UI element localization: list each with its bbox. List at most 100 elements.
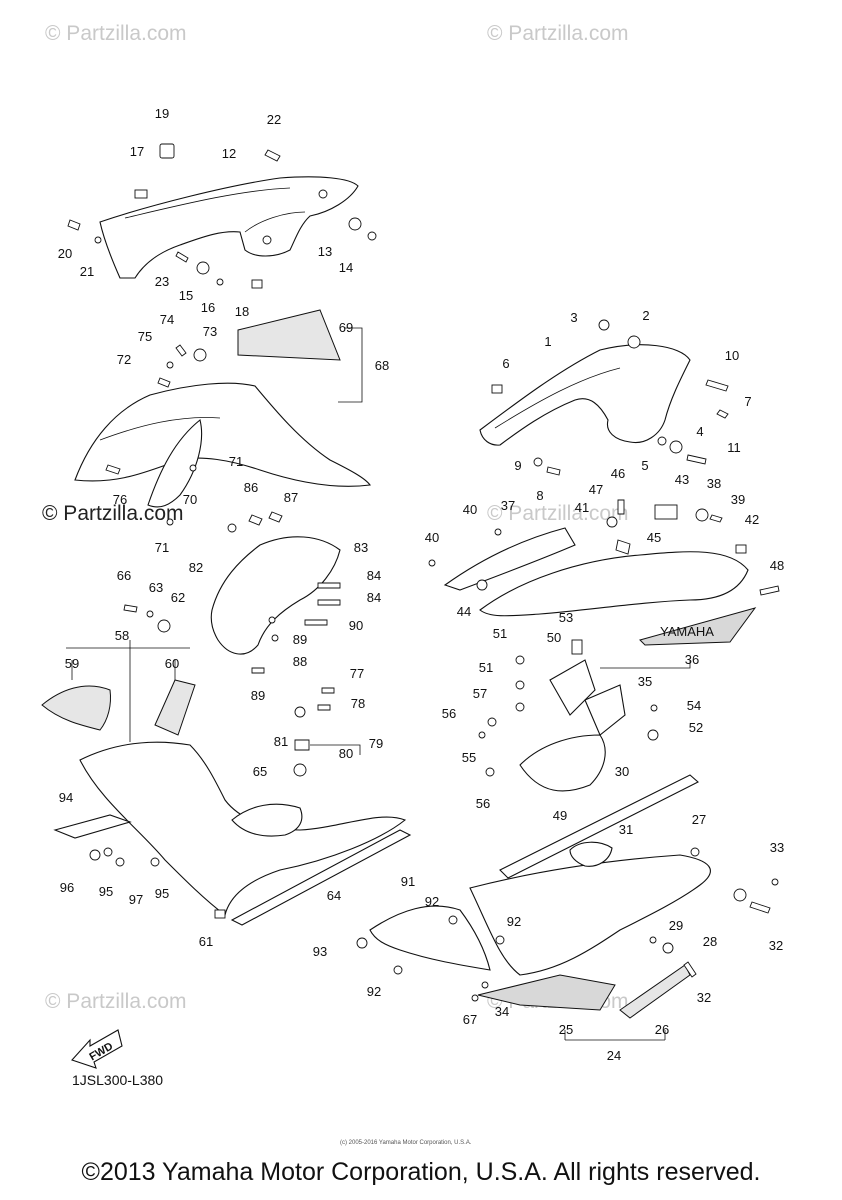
callout-3: 3 [570,310,577,325]
callout-1: 1 [544,334,551,349]
watermark: © Partzilla.com [487,22,629,45]
callout-50: 50 [547,630,561,645]
callout-63: 63 [149,580,163,595]
callout-24: 24 [607,1048,621,1063]
part-lower-cowling-right [356,774,779,1019]
watermark: © Partzilla.com [487,502,629,525]
callout-89: 89 [251,688,265,703]
callout-32: 32 [697,990,711,1005]
callout-5: 5 [641,458,648,473]
callout-2: 2 [642,308,649,323]
diagram-code: 1JSL300-L380 [72,1072,164,1088]
callout-brackets [66,327,691,1041]
part-upper-cowling-left [99,176,359,279]
callout-42: 42 [745,512,759,527]
callout-87: 87 [284,490,298,505]
callout-90: 90 [349,618,363,633]
callout-92: 92 [367,984,381,999]
decal-text: YAMAHA [660,624,714,639]
callout-47: 47 [589,482,603,497]
callout-95: 95 [99,884,113,899]
callout-22: 22 [267,112,281,127]
callout-59: 59 [65,656,79,671]
forward-arrow-icon: FWD [71,1029,123,1069]
callout-17: 17 [130,144,144,159]
callout-97: 97 [129,892,143,907]
callout-48: 48 [770,558,784,573]
callout-20: 20 [58,246,72,261]
callout-29: 29 [669,918,683,933]
callout-56: 56 [476,796,490,811]
callout-labels: 1234567891011121314151617181920212223242… [58,106,784,1063]
callout-33: 33 [770,840,784,855]
watermark: © Partzilla.com [42,502,184,525]
fwd-label: FWD [87,1040,115,1063]
callout-36: 36 [685,652,699,667]
part-inner-panel [123,511,341,674]
part-side-cowling-right: YAMAHA [428,499,780,646]
callout-43: 43 [675,472,689,487]
callout-16: 16 [201,300,215,315]
callout-61: 61 [199,934,213,949]
callout-88: 88 [293,654,307,669]
callout-28: 28 [703,934,717,949]
callout-26: 26 [655,1022,669,1037]
fine-print: (c) 2005-2016 Yamaha Motor Corporation, … [340,1140,472,1146]
callout-6: 6 [502,356,509,371]
callout-92: 92 [425,894,439,909]
part-air-duct [478,639,659,792]
callout-44: 44 [457,604,471,619]
callout-96: 96 [60,880,74,895]
callout-67: 67 [463,1012,477,1027]
callout-23: 23 [155,274,169,289]
callout-18: 18 [235,304,249,319]
callout-40: 40 [425,530,439,545]
callout-7: 7 [744,394,751,409]
part-lower-cowling-left [41,679,412,926]
callout-77: 77 [350,666,364,681]
callout-40: 40 [463,502,477,517]
callout-41: 41 [575,500,589,515]
callout-71: 71 [155,540,169,555]
callout-57: 57 [473,686,487,701]
callout-75: 75 [138,329,152,344]
callout-64: 64 [327,888,341,903]
callout-86: 86 [244,480,258,495]
callout-13: 13 [318,244,332,259]
callout-93: 93 [313,944,327,959]
callout-27: 27 [692,812,706,827]
callout-52: 52 [689,720,703,735]
watermark: © Partzilla.com [45,990,187,1013]
callout-37: 37 [501,498,515,513]
callout-32: 32 [769,938,783,953]
callout-34: 34 [495,1004,509,1019]
callout-46: 46 [611,466,625,481]
callout-79: 79 [369,736,383,751]
callout-94: 94 [59,790,73,805]
callout-62: 62 [171,590,185,605]
callout-38: 38 [707,476,721,491]
callout-78: 78 [351,696,365,711]
callout-68: 68 [375,358,389,373]
callout-58: 58 [115,628,129,643]
callout-72: 72 [117,352,131,367]
callout-66: 66 [117,568,131,583]
callout-30: 30 [615,764,629,779]
callout-81: 81 [274,734,288,749]
callout-95: 95 [155,886,169,901]
callout-76: 76 [113,492,127,507]
callout-15: 15 [179,288,193,303]
callout-49: 49 [553,808,567,823]
callout-84: 84 [367,590,381,605]
callout-8: 8 [536,488,543,503]
hardware-group-a [67,143,377,289]
callout-83: 83 [354,540,368,555]
callout-51: 51 [493,626,507,641]
callout-60: 60 [165,656,179,671]
callout-45: 45 [647,530,661,545]
callout-74: 74 [160,312,174,327]
part-side-cowling-left [74,309,371,526]
callout-14: 14 [339,260,353,275]
watermark: © Partzilla.com [45,22,187,45]
